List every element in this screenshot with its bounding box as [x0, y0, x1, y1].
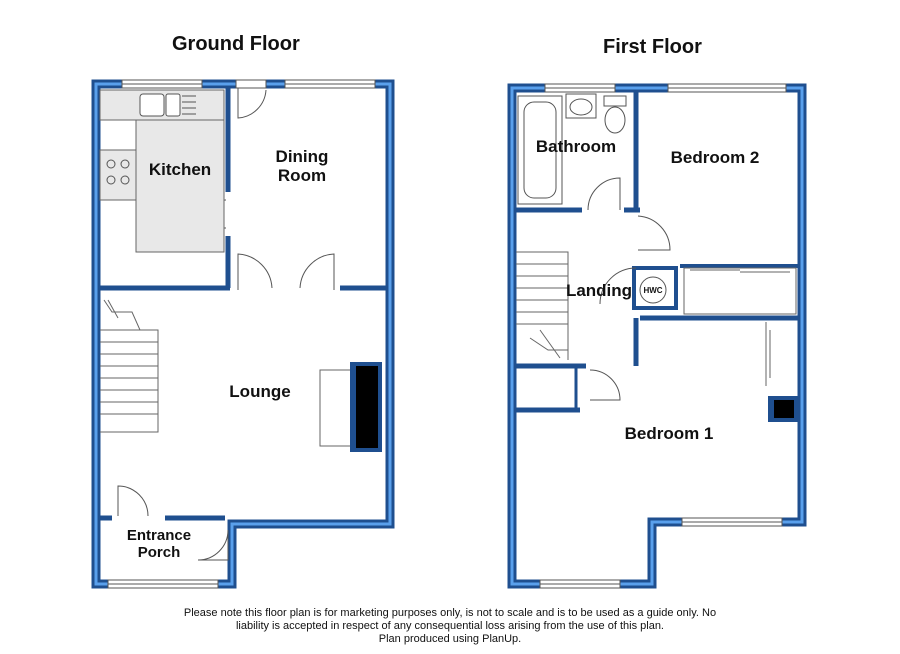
room-label-bathroom: Bathroom: [535, 137, 617, 156]
window: [681, 517, 783, 527]
staircase: [100, 299, 159, 433]
porch-door-swing: [117, 485, 149, 517]
room-label-lounge: Lounge: [229, 382, 291, 401]
disclaimer-line-2: liability is accepted in respect of any …: [235, 620, 664, 632]
basin-icon: [565, 93, 597, 119]
hwc-label: HWC: [643, 286, 663, 295]
disclaimer-line-3: Plan produced using PlanUp.: [378, 633, 522, 645]
first-floor-plan: [507, 83, 807, 589]
room-label-dining-line2: Room: [277, 166, 327, 185]
back-door: [235, 79, 267, 119]
window: [107, 579, 219, 589]
double-door-swing: [237, 253, 335, 290]
wardrobe: [683, 267, 797, 315]
kitchen-counter: [99, 149, 137, 201]
ground-floor-plan: [91, 79, 395, 589]
front-door-swing: [197, 529, 229, 561]
toilet-icon: [603, 95, 627, 134]
window: [284, 79, 376, 89]
room-label-porch-line1: Entrance: [126, 527, 192, 544]
hot-water-cylinder: [639, 276, 667, 304]
room-label-landing: Landing: [565, 281, 633, 300]
room-label-dining-room: Dining Room: [262, 147, 342, 185]
staircase: [516, 251, 569, 360]
window: [539, 579, 621, 589]
first-floor-title: First Floor: [603, 36, 702, 58]
window: [121, 79, 203, 89]
window: [544, 83, 616, 93]
disclaimer-text: Please note this floor plan is for marke…: [100, 607, 800, 646]
ground-floor-title: Ground Floor: [172, 33, 300, 55]
window: [667, 83, 787, 93]
room-label-bedroom-2: Bedroom 2: [670, 148, 760, 167]
room-label-kitchen: Kitchen: [148, 160, 212, 179]
landing-cupboard-door-swing: [599, 267, 637, 305]
room-label-dining-line1: Dining: [275, 147, 329, 166]
bedroom1-door-swing: [589, 369, 621, 401]
bathroom-door-swing: [587, 177, 621, 211]
bedroom2-door-swing: [637, 215, 671, 251]
room-label-entrance-porch: Entrance Porch: [114, 527, 204, 561]
room-label-porch-line2: Porch: [137, 544, 181, 561]
bath-icon: [517, 95, 563, 205]
hob-icon: [106, 159, 130, 185]
sink-icon: [139, 93, 196, 117]
disclaimer-line-1: Please note this floor plan is for marke…: [183, 607, 717, 619]
room-label-bedroom-1: Bedroom 1: [624, 424, 714, 443]
kitchen-counter: [135, 119, 225, 253]
